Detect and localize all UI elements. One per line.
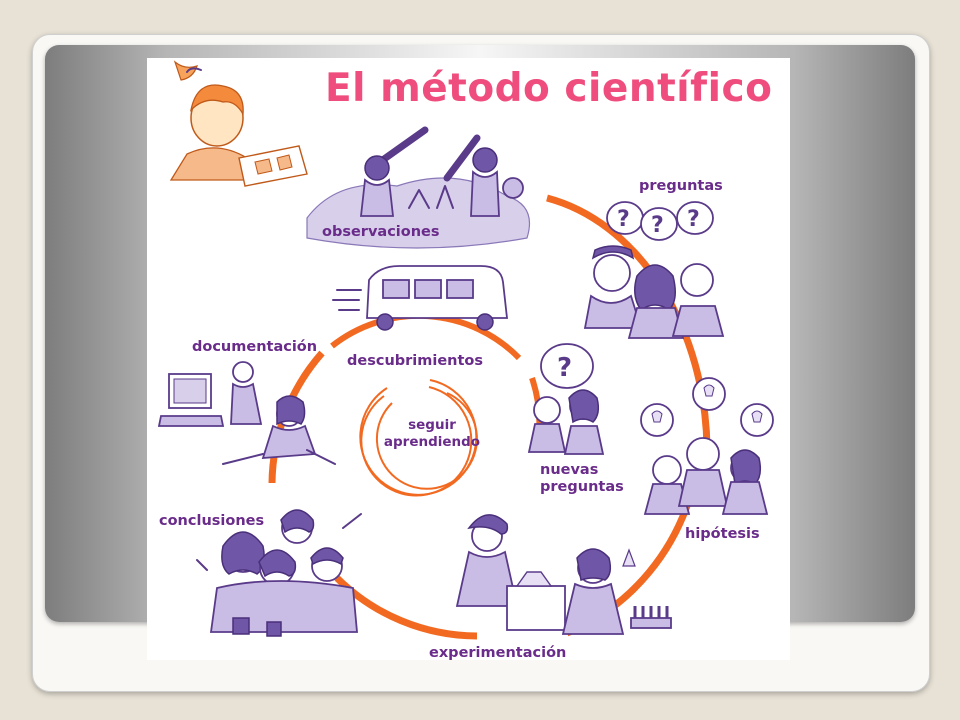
question-mark-icon: ?: [651, 213, 664, 238]
preguntas-illustration-icon: ? ? ?: [583, 201, 725, 339]
bus-illustration-icon: [332, 265, 509, 331]
method-poster: ? ? ?: [147, 58, 790, 660]
nuevas-preguntas-illustration-icon: ?: [527, 343, 605, 455]
experimentacion-illustration-icon: [455, 514, 672, 635]
step-label-observaciones: observaciones: [322, 224, 440, 240]
question-mark-icon: ?: [617, 207, 630, 232]
boy-reading-illustration-icon: [169, 60, 308, 187]
observaciones-illustration-icon: [306, 126, 531, 249]
step-label-conclusiones: conclusiones: [159, 513, 265, 529]
conclusiones-illustration-icon: [196, 509, 362, 637]
cycle-arc-experimentacion-conclusiones: [334, 575, 478, 640]
step-label-preguntas: preguntas: [639, 178, 723, 194]
poster-art: ? ? ?: [157, 60, 774, 640]
question-mark-icon: ?: [557, 353, 572, 383]
step-label-documentacion: documentación: [192, 339, 318, 355]
step-label-descubrimientos: descubrimientos: [347, 353, 484, 369]
documentacion-illustration-icon: [157, 361, 336, 465]
seguir-aprendiendo-swirl-icon: [359, 379, 478, 497]
step-label-experimentacion: experimentación: [429, 645, 567, 660]
step-label-nuevas-preguntas: nuevas preguntas: [540, 462, 624, 495]
slide-title: El método científico: [325, 66, 773, 111]
step-label-hipotesis: hipótesis: [685, 526, 760, 542]
hipotesis-illustration-icon: [640, 377, 774, 515]
center-label-seguir-aprendiendo: seguir aprendiendo: [383, 417, 481, 450]
question-mark-icon: ?: [687, 207, 700, 232]
